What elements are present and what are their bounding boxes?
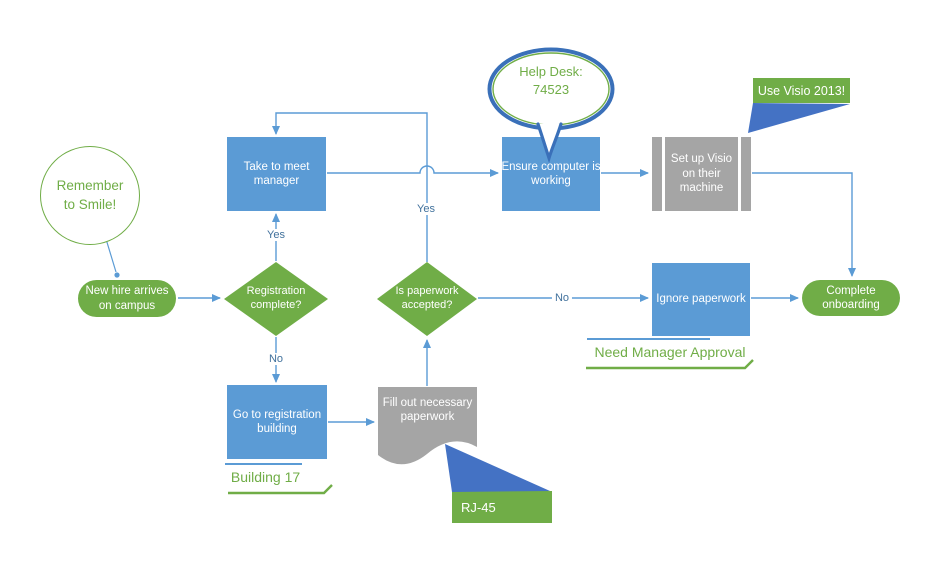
remember-callout-dot <box>114 272 120 278</box>
edge-label-paperwork-no: No <box>551 292 573 304</box>
need-manager-approval-note: Need Manager Approval <box>594 344 746 360</box>
help-desk-bubble-text: Help Desk:74523 <box>519 64 583 97</box>
remember-callout-leader <box>105 238 117 273</box>
document-shape <box>378 387 477 465</box>
edge-label-paperwork-yes: Yes <box>414 203 438 215</box>
building-note-underline <box>228 484 333 495</box>
approval-note-underline <box>586 359 754 370</box>
subprocess-right-bar <box>738 137 741 211</box>
building-17-note: Building 17 <box>230 469 301 485</box>
connector-manager-ensure <box>327 165 499 177</box>
ignore-paperwork-process-node: Ignore paperwork <box>652 263 750 336</box>
subprocess-left-bar <box>662 137 665 211</box>
connector-setup-complete <box>752 172 856 277</box>
connector-accepted-yes-manager <box>272 112 428 262</box>
edge-label-registration-yes: Yes <box>264 229 288 241</box>
rj45-callout-banner: RJ-45 <box>452 491 552 523</box>
edge-label-registration-no: No <box>265 353 287 365</box>
use-visio-callout-banner: Use Visio 2013! <box>753 78 850 103</box>
